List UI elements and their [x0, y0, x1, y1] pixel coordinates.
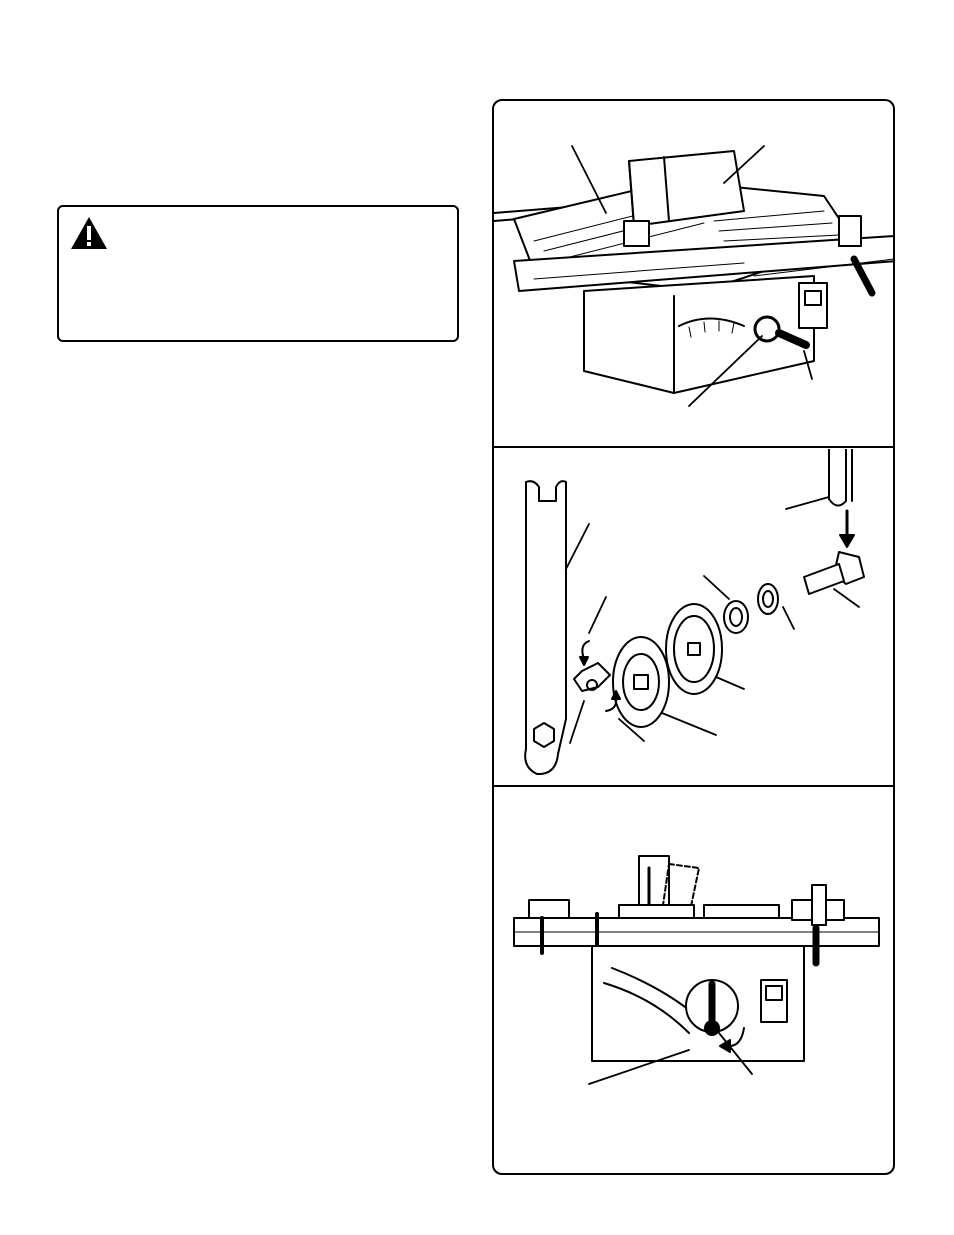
warning-triangle-icon [71, 217, 107, 249]
warning-box [57, 205, 459, 342]
figure-divider [494, 446, 893, 448]
bevel-adjustment-figure [513, 855, 880, 1085]
blade-arbor-exploded-figure [524, 449, 865, 776]
table-saw-overview-figure [494, 145, 893, 407]
figure-panel [492, 99, 895, 1175]
figure-divider [494, 785, 893, 787]
